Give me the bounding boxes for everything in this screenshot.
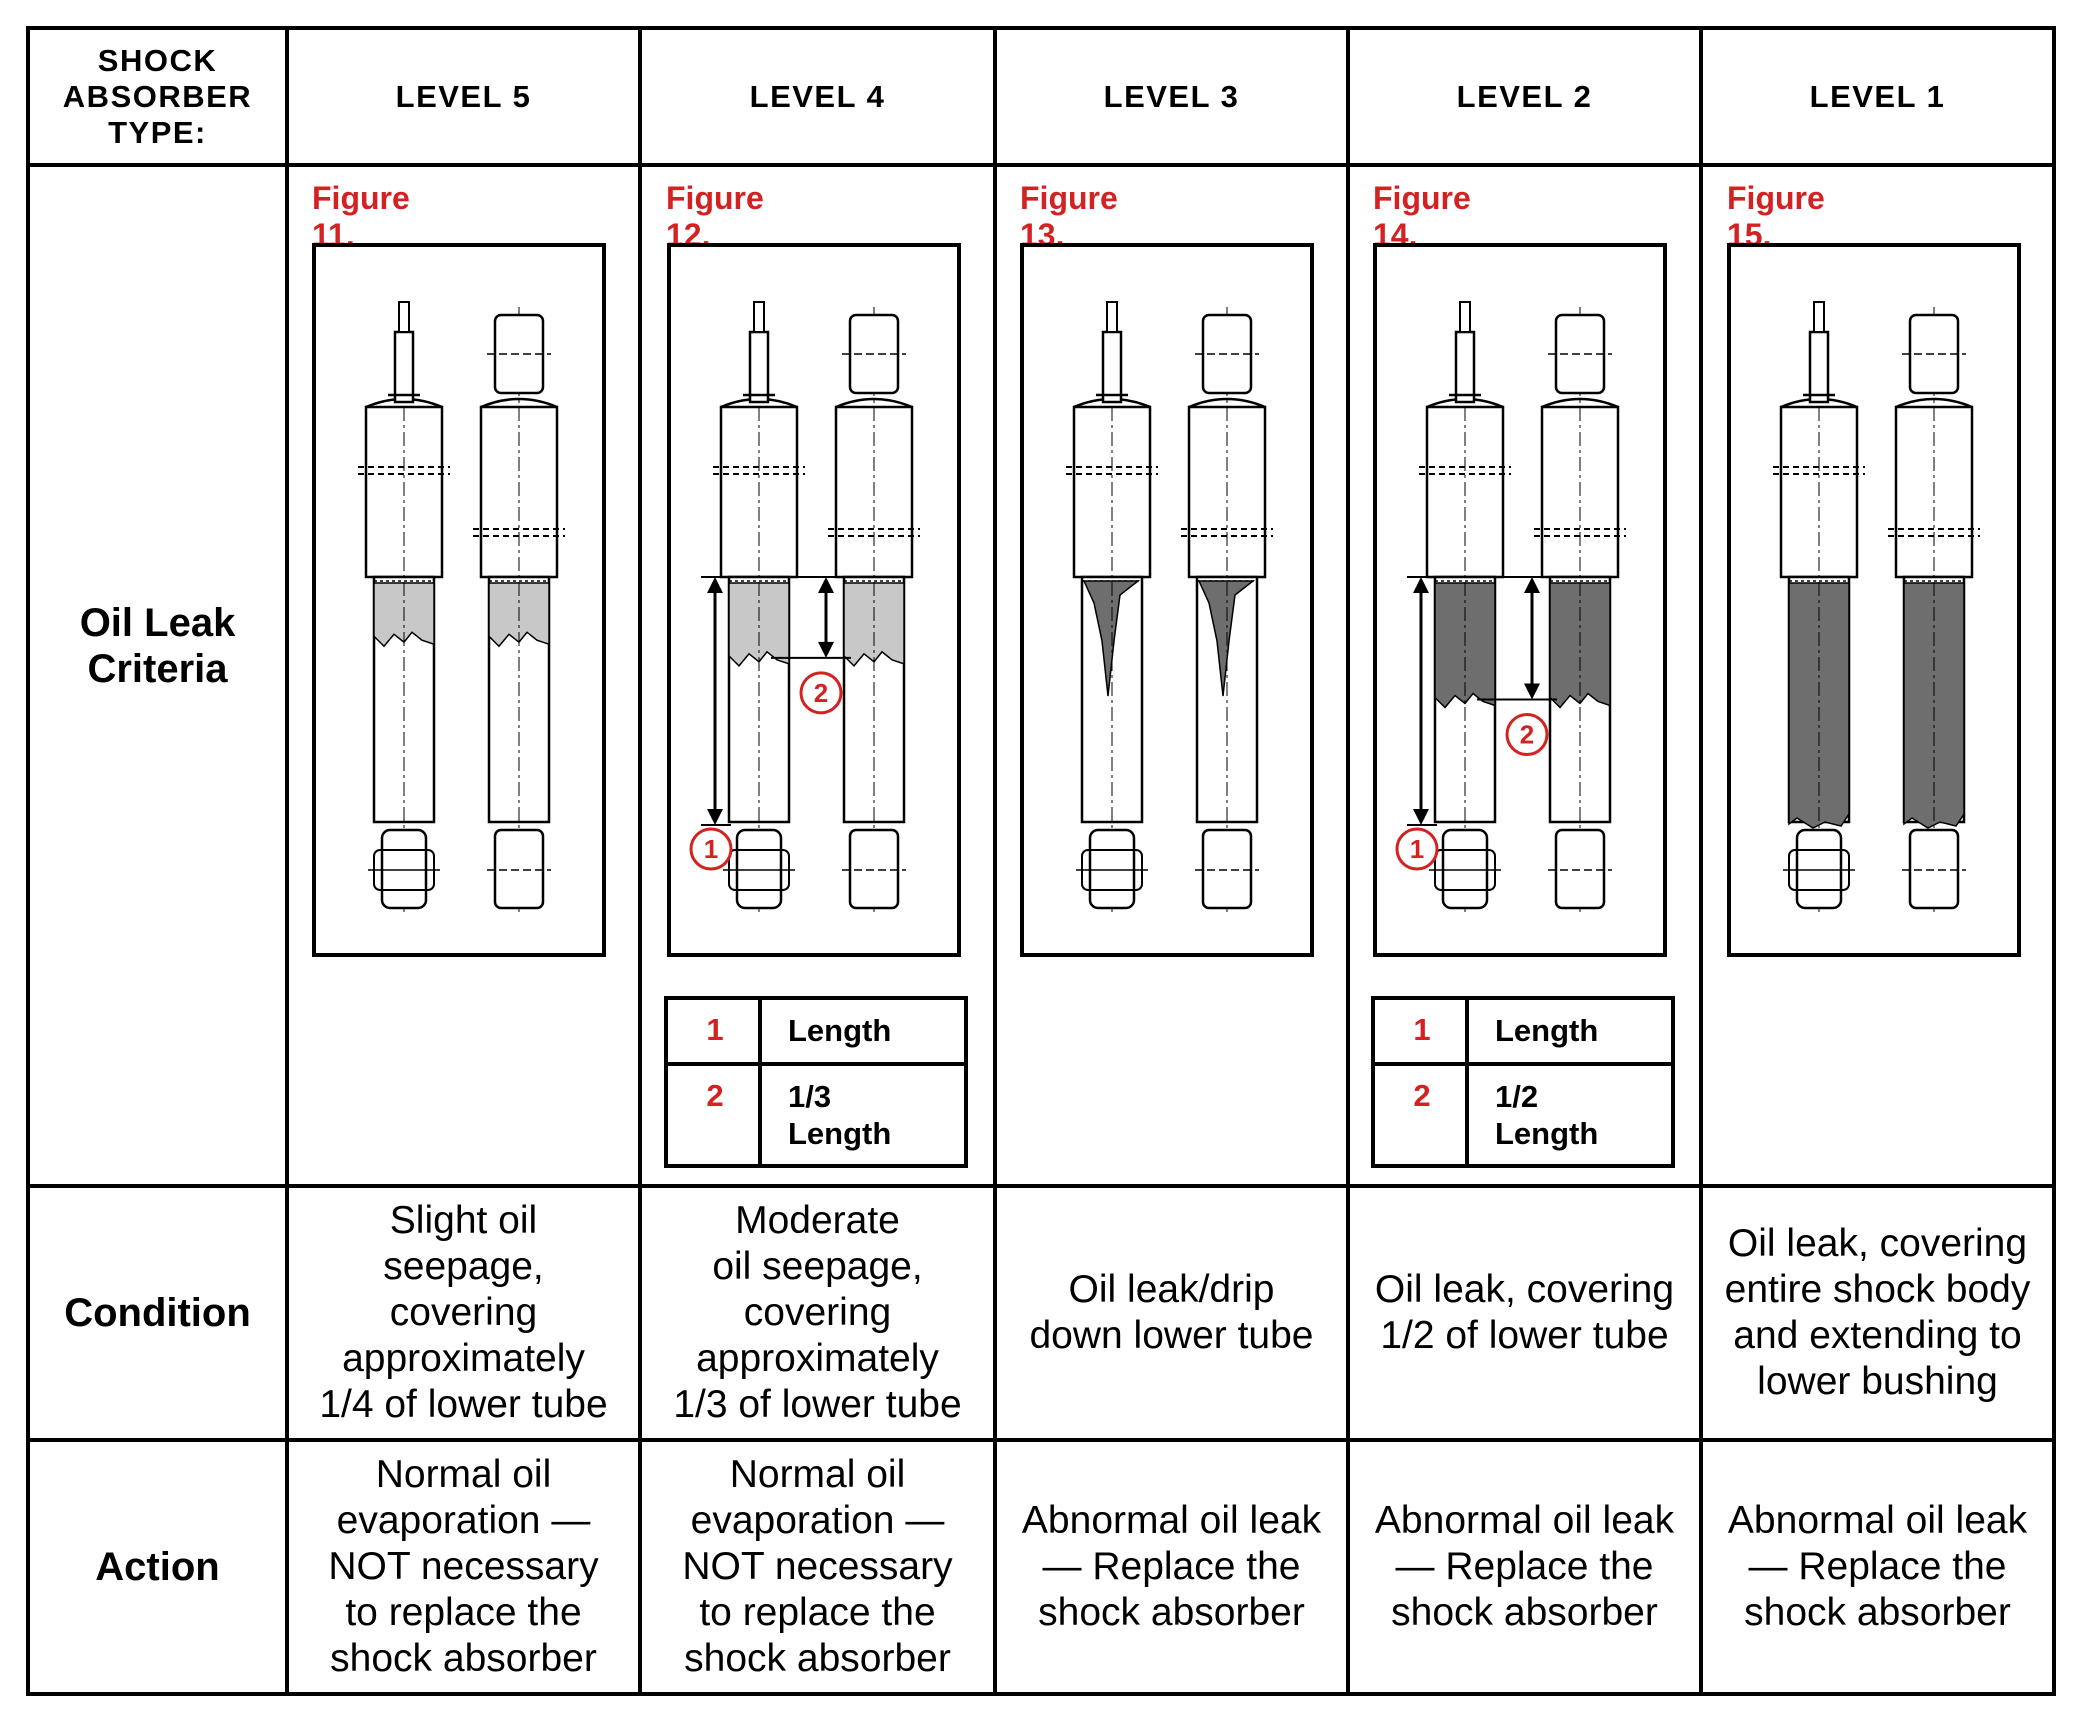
action-label: Action [95,1545,220,1589]
column-divider [638,26,642,1696]
shock-figure-level-1 [1727,243,2021,957]
type-header-line: TYPE: [108,114,207,150]
legend-number: 1 [1413,1012,1431,1047]
column-divider [993,26,997,1696]
row-label-line: Criteria [87,646,228,691]
level-5-header: LEVEL 5 [395,78,532,114]
row-label-line: Oil Leak [79,600,236,645]
type-header-line: ABSORBER [62,78,253,114]
column-divider [1699,26,1703,1696]
shock-absorber [1181,307,1273,912]
condition-label: Condition [64,1291,251,1335]
dimension-arrow [1413,577,1429,825]
type-header-line: SHOCK [97,42,218,78]
shock-figure-level-3 [1020,243,1314,957]
shock-absorber [1066,301,1158,912]
figure-label: Figure 12. [666,180,764,253]
row-divider [26,1438,2056,1442]
legend-number: 2 [706,1078,724,1113]
svg-text:2: 2 [1520,720,1534,750]
legend-label: Length [1495,1013,1599,1048]
shock-absorber [828,307,920,912]
legend-number: 1 [706,1012,724,1047]
column-divider [285,26,289,1696]
callout-marker: 1 [689,827,733,871]
oil-leak-area [1788,582,1850,829]
legend-label-line: 1/3 [788,1079,832,1114]
level-1-header: LEVEL 1 [1809,78,1946,114]
level-2-header: LEVEL 2 [1456,78,1593,114]
table-border [26,26,2056,1696]
dimension-arrow [707,577,723,825]
row-divider [26,1184,2056,1188]
level-3-header: LEVEL 3 [1103,78,1240,114]
svg-text:1: 1 [1410,834,1424,864]
column-divider [1346,26,1350,1696]
oil-leak-criteria-label: Oil Leak Criteria [30,167,285,1184]
legend-label-line: 1/2 [1495,1079,1539,1114]
shock-absorber [1773,301,1865,912]
shock-absorber [473,307,565,912]
callout-marker: 2 [1505,713,1549,756]
shock-absorber [713,301,805,912]
oil-drip [1082,580,1141,697]
oil-drip [1197,580,1256,697]
legend-label-line: Length [788,1116,892,1151]
shock-absorber [358,301,450,912]
svg-text:2: 2 [814,678,828,708]
callout-marker: 1 [1395,827,1439,871]
shock-figure-level-5 [312,243,606,957]
level-4-header: LEVEL 4 [749,78,886,114]
legend-label: 1/2 Length [1495,1078,1598,1152]
legend-level-2: 1 Length 2 1/2 Length [1371,996,1675,1168]
legend-label: Length [788,1013,892,1048]
shock-absorber [1888,307,1980,912]
type-header: SHOCK ABSORBER TYPE: [30,30,285,163]
dimension-arrow [1524,577,1540,700]
legend-level-4: 1 Length 2 1/3 Length [664,996,968,1168]
callout-marker: 2 [799,671,843,715]
legend-number: 2 [1413,1078,1431,1113]
shock-absorber [1419,301,1511,912]
figure-label: Figure 13. [1020,180,1118,253]
dimension-arrow [818,577,834,658]
row-divider [26,163,2056,167]
legend-label-line: Length [1495,1116,1599,1151]
legend-label: 1/3 Length [788,1078,891,1152]
oil-leak-area [843,582,905,667]
oil-leak-area [728,582,790,667]
oil-leak-area [1903,582,1965,829]
shock-absorber [1534,307,1626,912]
svg-text:1: 1 [704,834,718,864]
